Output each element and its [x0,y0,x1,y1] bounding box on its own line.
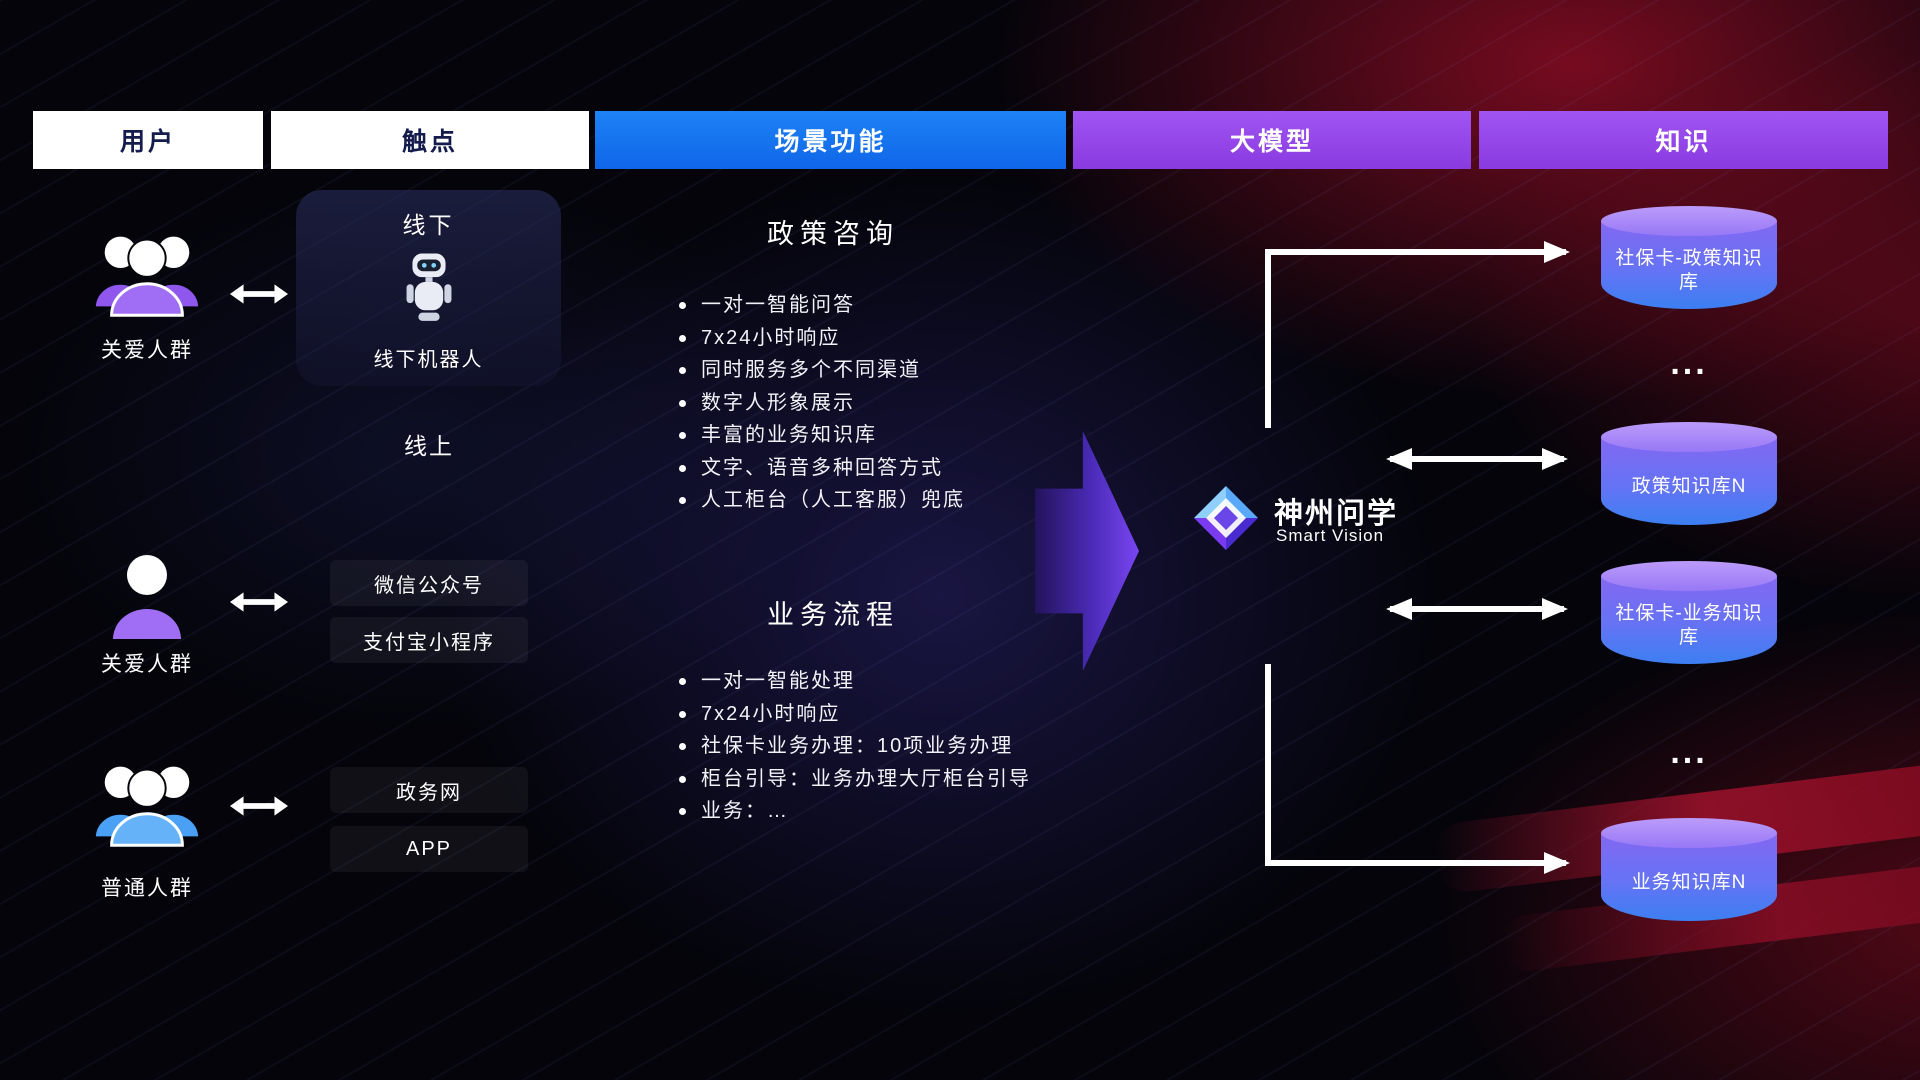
user-public-label: 普通人群 [101,877,193,900]
business-section-title: 业务流程 [767,600,899,630]
model-subtitle: Smart Vision [1276,526,1385,545]
touchpoint-alipay: 支付宝小程序 [330,617,528,663]
database-icon: 社保卡-业务知识库 [1601,561,1777,664]
people-group-icon [88,752,206,853]
list-item: 7x24小时响应 [677,698,1031,731]
policy-section-title: 政策咨询 [767,219,899,249]
offline-touchpoint-card: 线下 线下机器人 [296,190,561,386]
list-item: 同时服务多个不同渠道 [677,354,965,387]
person-icon [107,549,187,646]
touchpoint-govweb: 政务网 [330,767,528,813]
database-icon: 社保卡-政策知识库 [1601,206,1777,309]
diamond-logo-icon [1192,484,1260,557]
left-right-arrow-icon [230,283,288,310]
list-item: 丰富的业务知识库 [677,419,965,452]
database-icon: 政策知识库N [1601,422,1777,525]
touchpoint-app: APP [330,826,528,872]
list-item: 7x24小时响应 [677,322,965,355]
ellipsis: ... [1670,344,1708,382]
offline-robot-label: 线下机器人 [373,349,484,371]
left-right-arrow-icon [230,795,288,822]
list-item: 业务：… [677,795,1031,828]
list-item: 数字人形象展示 [677,387,965,420]
touchpoint-wechat: 微信公众号 [330,560,528,606]
database-icon: 业务知识库N [1601,818,1777,921]
robot-icon [403,251,455,332]
business-feature-list: 一对一智能处理 7x24小时响应 社保卡业务办理：10项业务办理 柜台引导：业务… [677,665,1031,828]
left-right-arrow-icon [230,591,288,618]
list-item: 一对一智能问答 [677,289,965,322]
header-touchpoints: 触点 [271,111,589,169]
people-group-icon [88,222,206,323]
list-item: 人工柜台（人工客服）兜底 [677,484,965,517]
policy-feature-list: 一对一智能问答 7x24小时响应 同时服务多个不同渠道 数字人形象展示 丰富的业… [677,289,965,517]
offline-title: 线下 [402,212,455,238]
header-model: 大模型 [1073,111,1471,169]
user-group-label: 关爱人群 [101,339,193,362]
list-item: 社保卡业务办理：10项业务办理 [677,730,1031,763]
header-scenarios: 场景功能 [595,111,1066,169]
header-users: 用户 [33,111,263,169]
header-knowledge: 知识 [1479,111,1888,169]
list-item: 柜台引导：业务办理大厅柜台引导 [677,763,1031,796]
model-name: 神州问学 [1274,498,1399,530]
online-title: 线上 [404,433,454,459]
ellipsis: ... [1670,733,1708,771]
user-person-label: 关爱人群 [101,653,193,676]
list-item: 文字、语音多种回答方式 [677,452,965,485]
list-item: 一对一智能处理 [677,665,1031,698]
